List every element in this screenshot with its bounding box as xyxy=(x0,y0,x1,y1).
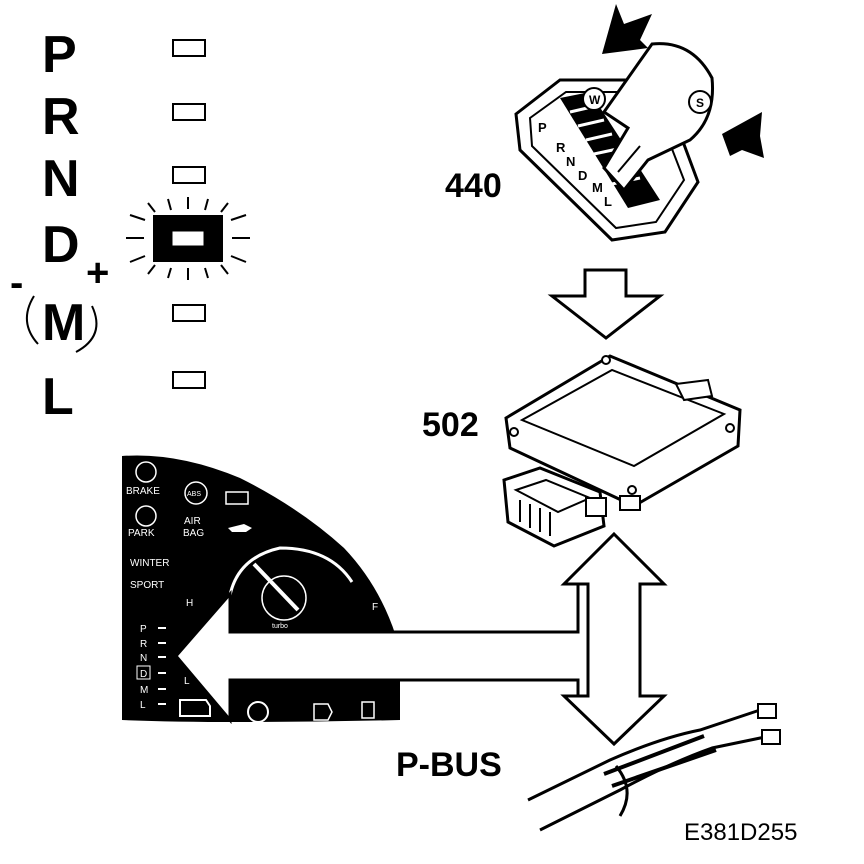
lamp-n xyxy=(172,166,206,184)
plus-sign: + xyxy=(86,251,109,295)
label-502: 502 xyxy=(422,406,479,444)
battery-icon xyxy=(225,491,249,505)
gear-letter-m: M xyxy=(42,294,85,352)
turbo-gauge-needle xyxy=(252,562,300,612)
arrow-module-bus-icon xyxy=(560,531,668,747)
fuel-pump-icon xyxy=(361,701,375,719)
turbo-label: turbo xyxy=(272,623,288,630)
cluster-gear-m: M xyxy=(140,685,148,696)
arrow-down-right-icon xyxy=(722,112,764,158)
cluster-gear-indicator: P R N D M L xyxy=(136,624,166,711)
winter-label: WINTER xyxy=(130,558,169,569)
cluster-gear-r: R xyxy=(140,639,147,650)
cluster-gear-n: N xyxy=(140,653,147,664)
cluster-gear-d: D xyxy=(140,669,147,680)
brake-warning-icon xyxy=(135,461,157,483)
cluster-l-mark: L xyxy=(184,676,190,687)
turbo-gauge-dial xyxy=(261,575,307,621)
gear-letter-p: P xyxy=(42,26,77,84)
sport-button xyxy=(688,90,712,114)
air-label: AIR xyxy=(184,516,201,527)
label-p-bus: P-BUS xyxy=(396,746,502,784)
gear-letter-n: N xyxy=(42,150,80,208)
shifter-gate-letters: P R N D M L xyxy=(538,120,612,209)
temp-h-label: H xyxy=(186,598,193,609)
gear-letter-column: P R N D M L - + xyxy=(10,26,109,426)
brake-label: BRAKE xyxy=(126,486,160,497)
glow-rays xyxy=(126,197,250,280)
winter-button xyxy=(582,87,606,111)
control-module: 502 xyxy=(422,354,742,548)
gate-letter-p: P xyxy=(538,120,547,135)
sport-label: SPORT xyxy=(130,580,164,591)
gear-letter-d: D xyxy=(42,216,80,274)
abs-warning-icon xyxy=(184,481,208,505)
brake-system-icon xyxy=(247,701,269,723)
lamp-m xyxy=(172,304,206,322)
gate-letter-r: R xyxy=(556,140,566,155)
cluster-gear-l: L xyxy=(140,700,146,711)
gate-letter-l: L xyxy=(604,194,612,209)
shifter-knob xyxy=(601,42,715,193)
fuel-f-label: F xyxy=(372,602,378,613)
lamp-l xyxy=(172,371,206,389)
arrow-down-icon xyxy=(547,268,665,340)
check-engine-icon xyxy=(179,699,211,717)
park-brake-icon xyxy=(135,505,157,527)
cable-terminal-1 xyxy=(757,703,777,719)
gear-letter-r: R xyxy=(42,88,80,146)
sport-button-label: S xyxy=(696,96,704,110)
indicator-lamps xyxy=(172,39,206,389)
gear-shifter: P R N D M L W S 440 xyxy=(445,4,764,242)
gear-letter-l: L xyxy=(42,368,74,426)
lamp-p xyxy=(172,39,206,57)
lamp-r xyxy=(172,103,206,121)
m-bracket-right xyxy=(75,305,98,353)
figure-reference-code: E381D255 xyxy=(684,819,797,846)
turbo-gauge-scale xyxy=(226,546,354,621)
bag-label: BAG xyxy=(183,528,204,539)
p-bus-cable: P-BUS xyxy=(396,703,781,832)
gate-letter-d: D xyxy=(578,168,587,183)
m-bracket-left xyxy=(26,295,39,345)
oil-can-icon xyxy=(228,524,252,532)
gate-letter-n: N xyxy=(566,154,575,169)
abs-label: ABS xyxy=(187,491,201,498)
park-label: PARK xyxy=(128,528,155,539)
instrument-cluster: BRAKE PARK ABS AIR BAG WINTER SPORT turb… xyxy=(122,455,400,723)
headlight-icon xyxy=(313,703,333,721)
label-440: 440 xyxy=(445,167,502,205)
cable-terminal-2 xyxy=(761,729,781,745)
lamp-d-lit xyxy=(126,197,250,280)
module-lid xyxy=(519,368,727,468)
gate-letter-m: M xyxy=(592,180,603,195)
minus-sign: - xyxy=(10,261,23,305)
winter-button-label: W xyxy=(589,93,601,107)
cluster-gear-p: P xyxy=(140,624,147,635)
arrow-up-left-icon xyxy=(602,4,652,54)
